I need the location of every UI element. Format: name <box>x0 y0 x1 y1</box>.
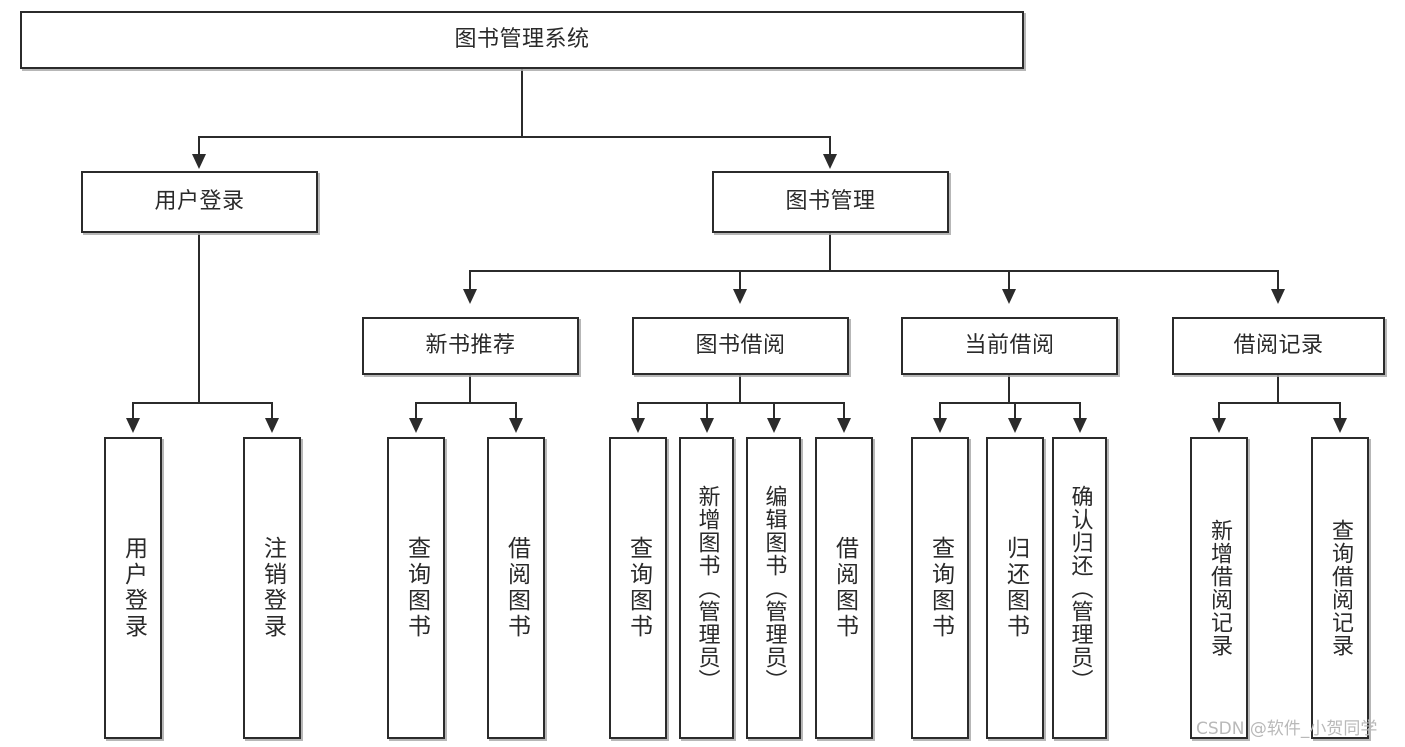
leaf-query-books-borrow[interactable]: 查询图书 <box>609 437 667 739</box>
node-user-login[interactable]: 用户登录 <box>81 171 318 233</box>
node-label: 用户登录 <box>154 189 245 215</box>
node-book-management[interactable]: 图书管理 <box>712 171 949 233</box>
node-label: 新书推荐 <box>425 333 516 359</box>
node-label: 借阅图书 <box>831 536 858 640</box>
node-label: 新增借阅记录 <box>1207 519 1232 657</box>
edge-borrow-record-drop-2 <box>1339 402 1341 420</box>
arrow-book-borrow-leaf-2 <box>700 418 714 433</box>
node-label: 当前借阅 <box>964 333 1055 359</box>
edge-book-borrow-stem <box>739 375 741 403</box>
edge-root-bus <box>198 136 830 138</box>
leaf-borrow-books[interactable]: 借阅图书 <box>815 437 873 739</box>
arrow-to-borrow-record <box>1271 289 1285 304</box>
node-label: 编辑图书（管理员） <box>761 484 787 692</box>
node-label: 借阅图书 <box>503 536 530 640</box>
edge-borrow-record-bus <box>1218 402 1340 404</box>
node-label: 归还图书 <box>1002 536 1029 640</box>
node-label: 注销登录 <box>259 536 286 640</box>
node-label: 图书管理系统 <box>454 27 590 53</box>
node-label: 图书管理 <box>785 189 876 215</box>
node-label: 查询借阅记录 <box>1328 519 1353 657</box>
edge-book-borrow-drop-3 <box>773 402 775 420</box>
arrow-user-login-leaf-2 <box>265 418 279 433</box>
edge-user-login-bus <box>132 402 272 404</box>
edge-book-borrow-drop-1 <box>637 402 639 420</box>
arrow-to-current-borrow <box>1002 289 1016 304</box>
leaf-user-login[interactable]: 用户登录 <box>104 437 162 739</box>
leaf-borrow-books-new-rec[interactable]: 借阅图书 <box>487 437 545 739</box>
edge-new-book-rec-stem <box>469 375 471 403</box>
edge-current-borrow-drop-3 <box>1079 402 1081 420</box>
arrow-current-borrow-leaf-2 <box>1008 418 1022 433</box>
edge-current-borrow-stem <box>1008 375 1010 403</box>
arrow-to-new-book-rec <box>463 289 477 304</box>
edge-new-book-rec-bus <box>415 402 516 404</box>
node-label: 借阅记录 <box>1233 333 1324 359</box>
node-current-borrowing[interactable]: 当前借阅 <box>901 317 1118 375</box>
edge-book-borrow-drop-2 <box>706 402 708 420</box>
csdn-watermark: CSDN @软件_小贺同学 <box>1196 719 1378 739</box>
arrow-current-borrow-leaf-3 <box>1073 418 1087 433</box>
edge-current-borrow-drop-1 <box>939 402 941 420</box>
edge-user-login-drop-1 <box>132 402 134 420</box>
node-new-book-recommendation[interactable]: 新书推荐 <box>362 317 579 375</box>
edge-current-borrow-drop-2 <box>1014 402 1016 420</box>
edge-book-mgmt-drop-2 <box>739 270 741 291</box>
edge-root-to-book-mgmt <box>829 136 831 156</box>
edge-book-mgmt-drop-1 <box>469 270 471 291</box>
edge-user-login-stem <box>198 233 200 403</box>
node-label: 确认归还（管理员） <box>1067 484 1093 692</box>
arrow-to-book-mgmt <box>823 154 837 169</box>
arrow-new-book-rec-leaf-2 <box>509 418 523 433</box>
edge-book-mgmt-stem <box>829 233 831 271</box>
edge-current-borrow-bus <box>939 402 1081 404</box>
leaf-logout[interactable]: 注销登录 <box>243 437 301 739</box>
arrow-borrow-record-leaf-2 <box>1333 418 1347 433</box>
arrow-book-borrow-leaf-4 <box>837 418 851 433</box>
edge-book-borrow-drop-4 <box>843 402 845 420</box>
leaf-add-borrow-record[interactable]: 新增借阅记录 <box>1190 437 1248 739</box>
leaf-query-borrow-record[interactable]: 查询借阅记录 <box>1311 437 1369 739</box>
edge-book-mgmt-drop-3 <box>1008 270 1010 291</box>
edge-book-mgmt-drop-4 <box>1277 270 1279 291</box>
node-borrowing-record[interactable]: 借阅记录 <box>1172 317 1385 375</box>
node-label: 查询图书 <box>927 536 954 640</box>
edge-new-book-rec-drop-2 <box>515 402 517 420</box>
arrow-book-borrow-leaf-1 <box>631 418 645 433</box>
arrow-current-borrow-leaf-1 <box>933 418 947 433</box>
arrow-book-borrow-leaf-3 <box>767 418 781 433</box>
node-label: 图书借阅 <box>695 333 786 359</box>
leaf-query-books-current[interactable]: 查询图书 <box>911 437 969 739</box>
leaf-confirm-return-admin[interactable]: 确认归还（管理员） <box>1052 437 1107 739</box>
arrow-to-user-login <box>192 154 206 169</box>
node-label: 用户登录 <box>120 536 147 640</box>
leaf-edit-book-admin[interactable]: 编辑图书（管理员） <box>746 437 801 739</box>
edge-book-borrow-bus <box>637 402 844 404</box>
edge-root-to-user-login <box>198 136 200 156</box>
arrow-borrow-record-leaf-1 <box>1212 418 1226 433</box>
node-label: 查询图书 <box>403 536 430 640</box>
leaf-query-books-new-rec[interactable]: 查询图书 <box>387 437 445 739</box>
edge-root-stem <box>521 69 523 137</box>
edge-user-login-drop-2 <box>271 402 273 420</box>
arrow-user-login-leaf-1 <box>126 418 140 433</box>
edge-book-mgmt-bus <box>469 270 1279 272</box>
edge-new-book-rec-drop-1 <box>415 402 417 420</box>
node-book-borrowing[interactable]: 图书借阅 <box>632 317 849 375</box>
node-label: 查询图书 <box>625 536 652 640</box>
edge-borrow-record-drop-1 <box>1218 402 1220 420</box>
leaf-return-books[interactable]: 归还图书 <box>986 437 1044 739</box>
node-label: 新增图书（管理员） <box>694 484 720 692</box>
arrow-to-book-borrow <box>733 289 747 304</box>
leaf-add-book-admin[interactable]: 新增图书（管理员） <box>679 437 734 739</box>
arrow-new-book-rec-leaf-1 <box>409 418 423 433</box>
node-root-book-management-system[interactable]: 图书管理系统 <box>20 11 1024 69</box>
edge-borrow-record-stem <box>1277 375 1279 403</box>
